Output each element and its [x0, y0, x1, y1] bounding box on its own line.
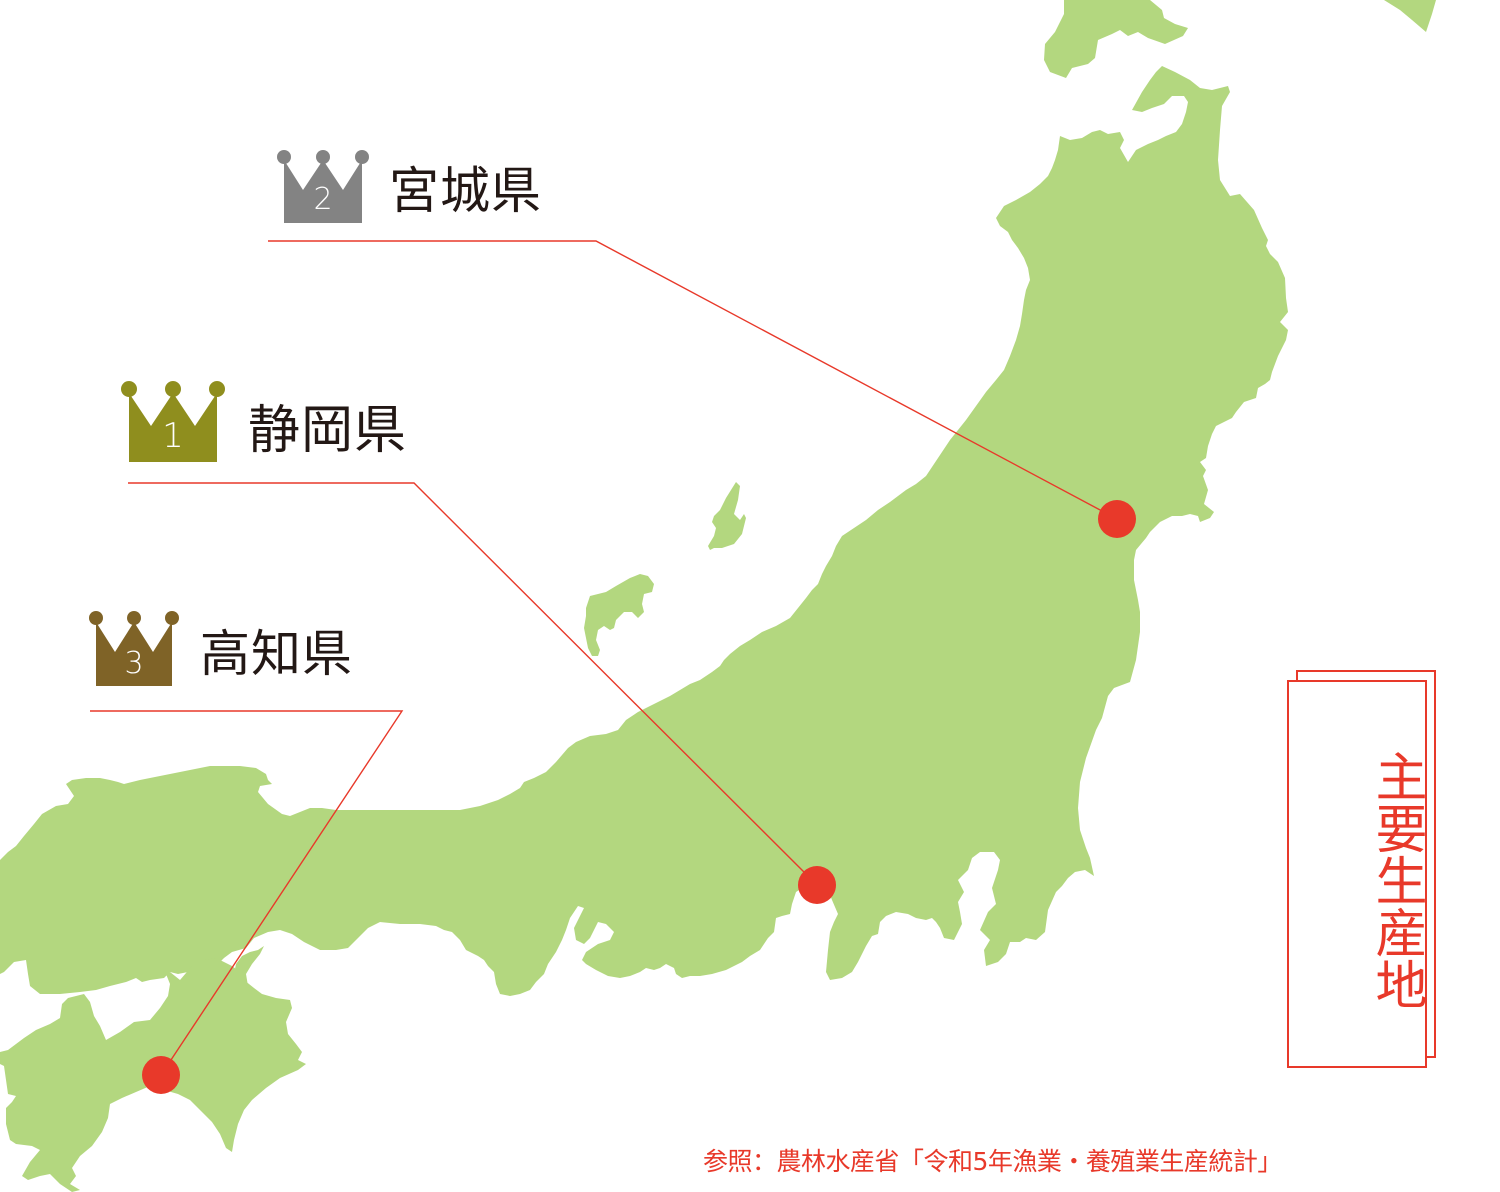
rank-1-label: 1 静岡県	[120, 380, 407, 462]
rank-number: 3	[124, 646, 144, 681]
leader-line-kochi	[90, 710, 404, 1076]
awaji-island	[226, 946, 264, 1002]
noto-peninsula	[584, 574, 654, 656]
page-title: 主要生産地	[1366, 750, 1426, 1010]
sado-island	[708, 482, 746, 550]
leader-line-miyagi	[268, 240, 1118, 520]
source-citation: 参照：農林水産省「令和5年漁業・養殖業生産統計」	[703, 1147, 1282, 1176]
rank-number: 2	[313, 182, 333, 217]
prefecture-name: 高知県	[200, 625, 353, 683]
crown-icon: 3	[88, 610, 180, 686]
hokkaido-landmass	[1044, 0, 1188, 78]
title-box: 主要生産地	[1287, 680, 1427, 1068]
marker-miyagi[interactable]	[1098, 500, 1136, 538]
honshu-landmass	[0, 66, 1288, 996]
marker-kochi[interactable]	[142, 1056, 180, 1094]
crown-icon: 1	[120, 380, 226, 462]
rank-number: 1	[162, 416, 184, 456]
rank-2-label: 2 宮城県	[275, 148, 542, 223]
prefecture-name: 静岡県	[248, 401, 408, 461]
marker-shizuoka[interactable]	[798, 866, 836, 904]
island-northeast	[1384, 0, 1436, 32]
rank-3-label: 3 高知県	[88, 610, 353, 686]
crown-icon: 2	[275, 148, 371, 223]
leader-line-shizuoka	[128, 482, 818, 886]
prefecture-name: 宮城県	[389, 162, 542, 220]
